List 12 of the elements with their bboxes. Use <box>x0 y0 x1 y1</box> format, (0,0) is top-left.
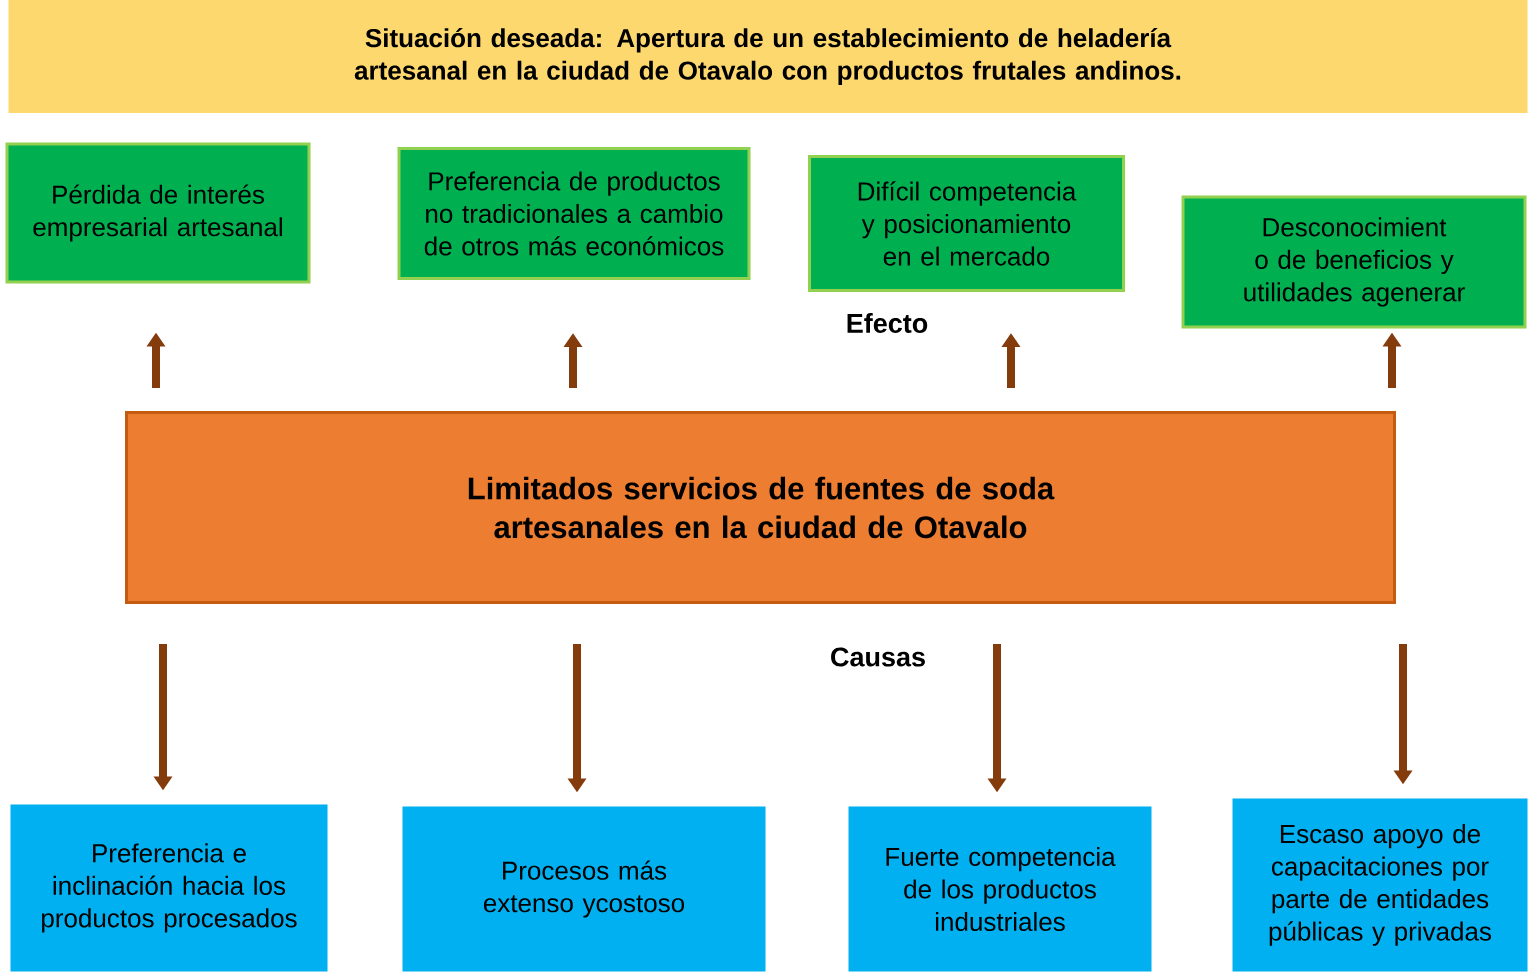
goal-banner: Situación deseada: Apertura de un establecimiento de heladería artesanal en la ciudad de Otavalo con productos frutales andinos. <box>8 0 1528 113</box>
effect-box: Preferencia de productos no tradicionales a cambio de otros más económicos <box>397 147 751 280</box>
cause-box: Escaso apoyo de capacitaciones por parte de entidades públicas y privadas <box>1232 798 1528 972</box>
effect-box: Pérdida de interés empresarial artesanal <box>5 142 311 284</box>
cause-box: Fuerte competencia de los productos industriales <box>848 806 1152 972</box>
effect-box: Difícil competencia y posicionamiento en el mercado <box>808 155 1125 292</box>
cause-box: Procesos más extenso ycostoso <box>402 806 766 972</box>
section-label: Causas <box>831 647 925 667</box>
problem-box: Limitados servicios de fuentes de soda artesanales en la ciudad de Otavalo <box>125 411 1396 604</box>
cause-box: Preferencia e inclinación hacia los productos procesados <box>10 804 328 972</box>
effect-box: Desconocimient o de beneficios y utilidades agenerar <box>1181 195 1527 329</box>
section-label: Efecto <box>847 313 928 333</box>
